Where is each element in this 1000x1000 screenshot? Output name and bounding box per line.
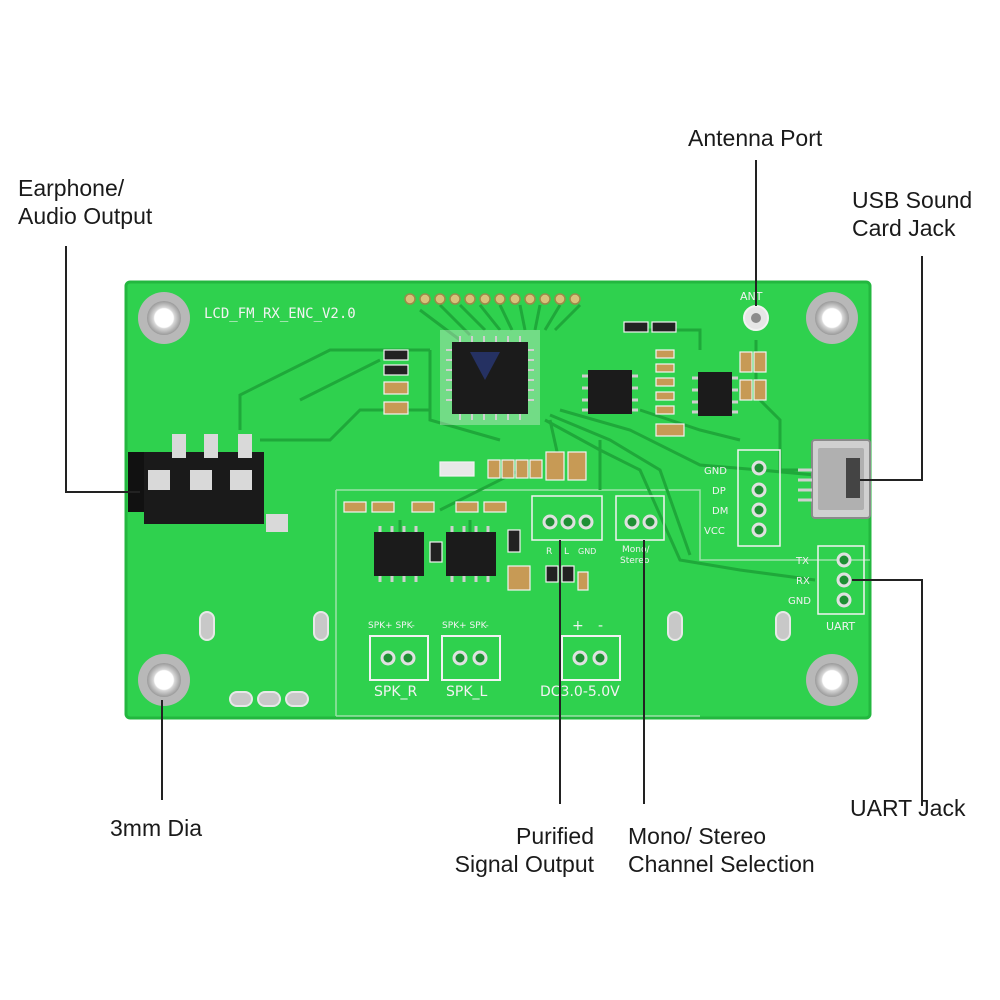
antenna-pad: [743, 305, 769, 331]
spk-l-pin-labels: SPK+ SPK-: [442, 621, 489, 631]
mono-label: Mono/: [622, 545, 650, 555]
mounting-hole-top-right: [806, 292, 858, 344]
mounting-hole-bottom-left: [138, 654, 190, 706]
usb-header-outline: [737, 449, 781, 547]
leader-lines: [65, 160, 923, 806]
usb-pin-dm: DM: [712, 506, 728, 517]
usb-pin-dp: DP: [712, 486, 726, 497]
board-name-label: LCD_FM_RX_ENC_V2.0: [204, 306, 356, 322]
callout-antenna-port: Antenna Port: [688, 125, 823, 151]
callout-usb-sound-card: USB Sound Card Jack: [852, 187, 973, 241]
usb-header-pins: [751, 460, 767, 538]
audio-jack: [128, 434, 288, 532]
signal-pin-r: R: [546, 547, 552, 557]
uart-label: UART: [826, 620, 855, 633]
amp-chip-left: [446, 526, 496, 582]
mounting-hole-bottom-right: [806, 654, 858, 706]
micro-usb-port: [798, 439, 871, 519]
board-section-outline: [335, 489, 870, 717]
uart-pin-rx: RX: [796, 576, 810, 587]
spk-l-label: SPK_L: [446, 684, 488, 700]
signal-header-outline: [531, 495, 603, 541]
callout-purified-signal: Purified Signal Output: [454, 823, 594, 877]
mono-stereo-pins: [624, 514, 658, 530]
signal-pin-l: L: [564, 547, 569, 557]
power-terminal: [561, 635, 621, 681]
spk-l-terminal: [441, 635, 501, 681]
power-minus-label: -: [598, 618, 603, 634]
stereo-label: Stereo: [620, 556, 650, 566]
spk-r-pin-labels: SPK+ SPK-: [368, 621, 415, 631]
signal-header-pins: [542, 514, 594, 530]
usb-pin-vcc: VCC: [704, 526, 725, 537]
soic-chip-center: [582, 370, 638, 414]
mounting-hole-top-left: [138, 292, 190, 344]
callout-mounting-hole: 3mm Dia: [110, 815, 203, 841]
spk-r-label: SPK_R: [374, 684, 418, 700]
mono-stereo-header-outline: [615, 495, 665, 541]
power-plus-label: +: [572, 618, 584, 634]
oval-pads: [199, 611, 791, 707]
usb-pin-gnd: GND: [704, 466, 727, 477]
callout-earphone-output: Earphone/ Audio Output: [18, 175, 153, 229]
smd-components: [343, 321, 767, 591]
mcu-chip: [440, 330, 540, 425]
callout-uart-jack: UART Jack: [850, 795, 966, 821]
uart-header-pins: [836, 552, 852, 608]
signal-pin-gnd: GND: [578, 547, 596, 556]
amp-chip-right: [374, 526, 424, 582]
power-voltage-label: DC3.0-5.0V: [540, 684, 620, 700]
soic-chip-right: [692, 372, 738, 416]
header-pin-row: [404, 293, 581, 305]
callout-mono-stereo-selection: Mono/ Stereo Channel Selection: [628, 823, 815, 877]
uart-pin-tx: TX: [795, 556, 809, 567]
uart-pin-gnd: GND: [788, 596, 811, 607]
ant-label: ANT: [740, 290, 763, 303]
spk-r-terminal: [369, 635, 429, 681]
